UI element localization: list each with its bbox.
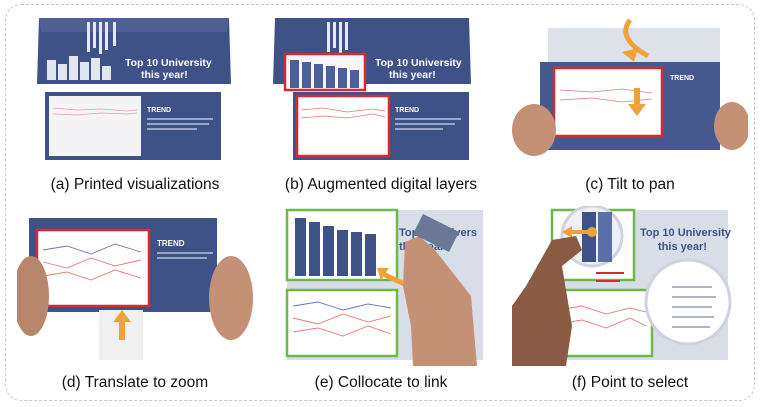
caption-b: (b) Augmented digital layers bbox=[284, 176, 478, 193]
svg-text:this year!: this year! bbox=[658, 241, 707, 253]
caption-e: (e) Collocate to link bbox=[314, 374, 448, 391]
caption-f: (f) Point to select bbox=[571, 374, 689, 391]
headline-line2: this year! bbox=[141, 69, 188, 81]
svg-text:Top 10 University: Top 10 University bbox=[640, 227, 732, 239]
headline-line1: Top 10 University bbox=[125, 57, 212, 69]
svg-text:TREND: TREND bbox=[670, 75, 694, 82]
panel-translate-to-zoom: TREND bbox=[17, 206, 253, 366]
panel-tilt-to-pan: TREND bbox=[512, 10, 748, 170]
caption-a: (a) Printed visualizations bbox=[50, 176, 220, 193]
trend-title: TREND bbox=[147, 107, 171, 114]
svg-text:Top 10 University: Top 10 University bbox=[375, 57, 462, 69]
svg-text:this year!: this year! bbox=[389, 69, 436, 81]
caption-d: (d) Translate to zoom bbox=[61, 374, 209, 391]
panel-printed-visualizations: Top 10 University this year! TREND bbox=[17, 10, 253, 170]
svg-text:TREND: TREND bbox=[395, 107, 419, 114]
caption-c: (c) Tilt to pan bbox=[585, 176, 675, 193]
panel-collocate-to-link: Top 10 Univers this year! bbox=[263, 206, 499, 366]
panel-augmented-layers: Top 10 University this year! TREND bbox=[263, 10, 499, 170]
svg-text:TREND: TREND bbox=[157, 239, 185, 248]
panel-point-to-select: Top 10 University this year! bbox=[512, 206, 748, 366]
figure-frame bbox=[5, 4, 755, 401]
